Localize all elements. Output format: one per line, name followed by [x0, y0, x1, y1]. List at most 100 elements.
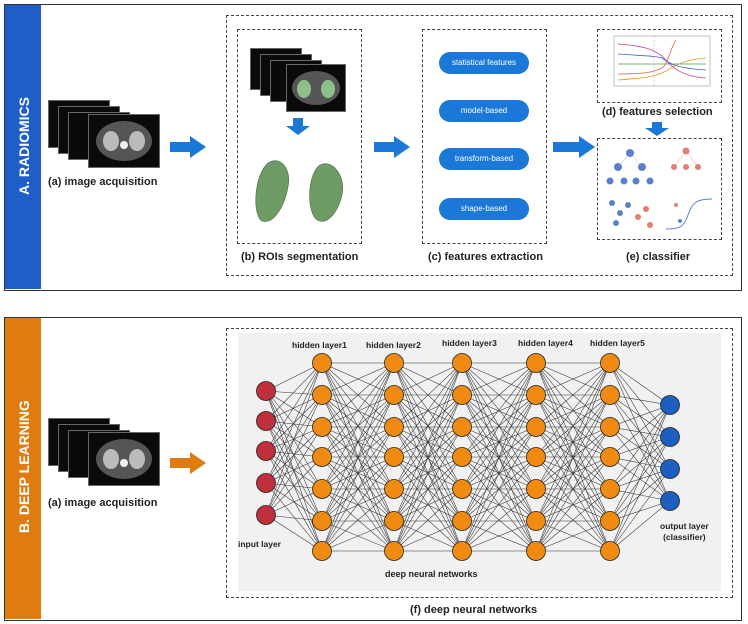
network-connection — [609, 404, 671, 552]
network-connection — [393, 394, 463, 552]
hidden-node — [312, 511, 332, 531]
network-connection — [609, 426, 671, 438]
hidden-node — [384, 353, 404, 373]
network-connection — [393, 362, 463, 490]
hidden-node — [384, 417, 404, 437]
features-selection-box — [597, 29, 722, 103]
caption-segmentation: (b) ROIs segmentation — [241, 251, 359, 263]
network-connection — [461, 426, 537, 552]
caption-classifier: (e) classifier — [626, 251, 691, 263]
hidden-node — [526, 479, 546, 499]
network-connection — [609, 468, 671, 522]
network-connection — [321, 394, 395, 552]
output-node — [660, 459, 680, 479]
input-node — [256, 411, 276, 431]
hidden-node — [600, 541, 620, 561]
network-connection — [393, 362, 463, 458]
network-connection — [535, 488, 611, 552]
network-connection — [535, 520, 611, 552]
caption-image-acquisition-b: (a) image acquisition — [48, 497, 158, 509]
network-connection — [265, 362, 323, 422]
output-node — [660, 395, 680, 415]
network-connection — [321, 456, 395, 552]
caption-extraction: (c) features extraction — [428, 251, 543, 263]
network-connection — [461, 362, 537, 396]
feature-pill-model: model-based — [439, 100, 529, 122]
hidden-node — [526, 385, 546, 405]
hidden-node — [526, 541, 546, 561]
network-connection — [393, 426, 463, 552]
hidden-node — [452, 511, 472, 531]
network-connection — [609, 500, 671, 552]
network-connection — [393, 362, 463, 396]
network-connection — [265, 362, 323, 516]
network-connection — [461, 362, 537, 428]
network-connection — [609, 436, 671, 552]
network-connection — [461, 362, 537, 490]
caption-network: (f) deep neural networks — [410, 604, 538, 616]
hidden-node — [600, 511, 620, 531]
network-connection — [321, 394, 395, 522]
network-connection — [393, 426, 463, 522]
network-connection — [393, 488, 463, 522]
hidden-node — [526, 353, 546, 373]
network-connection — [265, 390, 323, 490]
radiomics-sidebar — [5, 5, 41, 289]
network-connection — [461, 362, 537, 552]
hidden-layer-label-1: hidden layer1 — [292, 340, 347, 350]
hidden-node — [526, 417, 546, 437]
features-extraction-box — [422, 29, 547, 244]
network-connection — [265, 514, 323, 552]
network-connection — [609, 468, 671, 552]
network-connection — [609, 404, 671, 458]
deep-learning-label: B. DEEP LEARNING — [16, 400, 32, 533]
network-connection — [535, 426, 611, 522]
radiomics-label: A. RADIOMICS — [16, 97, 32, 195]
network-connection — [265, 394, 323, 422]
hidden-node — [600, 385, 620, 405]
network-title: deep neural networks — [385, 569, 478, 579]
input-node — [256, 381, 276, 401]
network-connection — [535, 426, 611, 552]
hidden-node — [312, 385, 332, 405]
hidden-node — [452, 541, 472, 561]
network-connection — [265, 488, 323, 516]
network-connection — [321, 362, 395, 490]
network-connection — [321, 394, 395, 428]
radiomics-dashed-frame — [226, 15, 733, 276]
network-connection — [393, 488, 463, 552]
hidden-node — [526, 447, 546, 467]
network-connection — [461, 520, 537, 552]
network-connection — [535, 488, 611, 522]
network-connection — [265, 390, 323, 428]
kidney-3d-icon — [255, 160, 343, 222]
network-connection — [393, 394, 463, 428]
hidden-node — [312, 479, 332, 499]
network-connection — [461, 394, 537, 552]
hidden-layer-label-5: hidden layer5 — [590, 338, 645, 348]
input-node — [256, 505, 276, 525]
network-connection — [535, 362, 611, 552]
network-connection — [265, 456, 323, 516]
network-connection — [609, 500, 671, 522]
hidden-layer-label-4: hidden layer4 — [518, 338, 573, 348]
network-connection — [461, 362, 537, 458]
output-layer-label: output layer (classifier) — [660, 521, 709, 542]
classifier-thumbnail — [606, 147, 713, 230]
network-connection — [321, 362, 395, 552]
network-connection — [265, 482, 323, 552]
network-connection — [609, 394, 671, 406]
hidden-node — [384, 479, 404, 499]
network-connection — [609, 404, 671, 522]
neural-network-diagram — [256, 353, 680, 561]
network-connection — [535, 394, 611, 428]
hidden-node — [384, 511, 404, 531]
hidden-node — [600, 417, 620, 437]
network-connection — [265, 362, 323, 484]
hidden-node — [312, 541, 332, 561]
network-connection — [265, 456, 323, 484]
hidden-node — [452, 417, 472, 437]
hidden-node — [312, 447, 332, 467]
network-connection — [535, 362, 611, 490]
network-connection — [461, 488, 537, 522]
